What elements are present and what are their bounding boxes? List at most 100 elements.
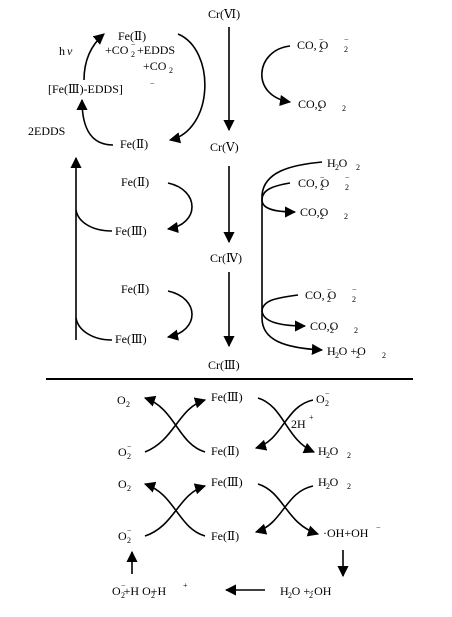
- c1-o2: O: [117, 393, 126, 407]
- fe-top-products: +CO 2 − +EDDS +CO 2: [105, 40, 175, 75]
- c1-arrow-fe2-o2: [143, 395, 206, 453]
- right-mid-co2: CO,O 2 2: [300, 205, 348, 221]
- svg-text:2: 2: [330, 326, 334, 335]
- svg-text:2: 2: [121, 591, 125, 600]
- svg-text:2: 2: [342, 104, 346, 113]
- fe-r2-b-label: Fe(Ⅲ): [115, 224, 147, 238]
- bottom-right-products: H O +·OH 2 2: [280, 584, 332, 600]
- svg-text:2: 2: [345, 183, 349, 192]
- c1-fe2: Fe(Ⅱ): [211, 444, 239, 458]
- bottom-left: O +H O+H: [112, 584, 167, 598]
- fe-r3-b-label: Fe(Ⅲ): [115, 332, 147, 346]
- right-mid-co2rad: CO, O 2− 2−: [298, 173, 350, 192]
- right-bot-co2rad: CO, O 2− 2−: [305, 285, 357, 304]
- r2-co2rad-o2: CO, O: [298, 176, 330, 190]
- c2-arrow-fe2-o2: [143, 481, 206, 537]
- svg-text:−: −: [131, 40, 136, 49]
- svg-text:2: 2: [327, 295, 331, 304]
- c2-oh: ·OH+OH: [323, 526, 369, 540]
- svg-text:−: −: [127, 526, 132, 535]
- svg-text:2: 2: [326, 451, 330, 460]
- svg-text:2: 2: [344, 45, 348, 54]
- complex-label: [Fe(Ⅲ)-EDDS]: [48, 82, 123, 96]
- svg-text:−: −: [121, 581, 126, 590]
- svg-text:2: 2: [127, 484, 131, 493]
- right-top-co2: CO,O 2 2: [298, 97, 346, 113]
- right-mid-h2o2: H O 2 2: [327, 156, 360, 172]
- svg-text:−: −: [127, 442, 132, 451]
- fe-top-label: Fe(Ⅱ): [118, 29, 146, 43]
- svg-text:2: 2: [354, 326, 358, 335]
- cycle1-o2m: O 2−: [316, 389, 330, 408]
- svg-text:2: 2: [352, 295, 356, 304]
- cycle2-oh: ·OH+OH −: [323, 523, 381, 540]
- arrow-fe2-to-complex: [76, 98, 114, 146]
- svg-text:2: 2: [356, 351, 360, 360]
- arrow-bot-to-co2: [261, 309, 307, 332]
- right-top-co2rad: CO, O 2− 2−: [297, 35, 349, 54]
- fe-top-side2: +CO: [143, 59, 167, 73]
- svg-text:2: 2: [347, 482, 351, 491]
- svg-text:−: −: [319, 35, 324, 44]
- fe-r2-a-label: Fe(Ⅱ): [121, 175, 149, 189]
- right-bot-h2o2-o2: H O +O 2 2 2: [327, 344, 386, 360]
- branch-fe3-row2: [75, 209, 113, 232]
- c2-fe2: Fe(Ⅱ): [211, 529, 239, 543]
- svg-text:2: 2: [131, 50, 135, 59]
- edds-label: 2EDDS: [28, 124, 65, 138]
- r3-co2rad-o2: CO, O: [305, 288, 337, 302]
- svg-text:+CO: +CO: [105, 43, 129, 57]
- branch-bot-co2rad: [261, 294, 299, 311]
- right-bot-co2: CO,O 2 2: [310, 319, 358, 335]
- c1-o2m: O: [316, 392, 325, 406]
- arrow-complex-to-fe2-top: [83, 33, 105, 81]
- c2-fe3: Fe(Ⅲ): [211, 475, 243, 489]
- c1-arrow-fe3-h2o2: [257, 397, 316, 454]
- r3-co2-o2: CO,O: [310, 319, 339, 333]
- cycle2-o2m-bot: O 2−: [118, 526, 132, 545]
- r1-co2-o2: CO,O: [298, 97, 327, 111]
- cycle1-2h: 2H +: [291, 413, 314, 431]
- svg-text:2: 2: [169, 66, 173, 75]
- svg-text:2: 2: [309, 591, 313, 600]
- bottom-right: H O +·OH: [280, 584, 332, 598]
- svg-text:2: 2: [356, 163, 360, 172]
- cycle2-h2o2: H O 2 2: [318, 475, 351, 491]
- c2-arrow-fe3-oh: [257, 483, 320, 537]
- svg-text:2: 2: [335, 163, 339, 172]
- svg-text:−: −: [325, 389, 330, 398]
- svg-text:−: −: [376, 523, 381, 532]
- svg-text:2: 2: [320, 212, 324, 221]
- svg-text:−: −: [320, 173, 325, 182]
- cr6-label: Cr(Ⅵ): [208, 7, 240, 21]
- r2-co2-o2: CO,O: [300, 205, 329, 219]
- svg-text:2: 2: [326, 482, 330, 491]
- svg-text:−: −: [345, 173, 350, 182]
- arrow-row3-fe2-fe3: [166, 290, 193, 341]
- cr3-label: Cr(Ⅲ): [208, 358, 240, 372]
- c2-arrow-o2m-fe3: [144, 483, 207, 537]
- svg-text:2: 2: [344, 212, 348, 221]
- svg-text:2: 2: [318, 104, 322, 113]
- hv-h: h: [59, 44, 65, 58]
- c1-h2o2: H O: [318, 444, 339, 458]
- c1-2h: 2H: [291, 417, 306, 431]
- cycle1-h2o2: H O 2 2: [318, 444, 351, 460]
- svg-text:2: 2: [288, 591, 292, 600]
- fe-top-side1: +CO: [105, 43, 129, 57]
- svg-text:2: 2: [126, 400, 130, 409]
- r1-co2rad-o2: CO, O: [297, 38, 329, 52]
- svg-text:−: −: [327, 285, 332, 294]
- fe-r3-a-label: Fe(Ⅱ): [121, 282, 149, 296]
- cycle1-o2m-bot: O 2−: [118, 442, 132, 461]
- svg-text:2: 2: [127, 536, 131, 545]
- c2-o2m-bot: O: [118, 529, 127, 543]
- branch-mid-co2rad: [261, 182, 291, 201]
- cycle2-o2: O 2: [118, 477, 131, 493]
- c2-h2o2: H O: [318, 475, 339, 489]
- svg-text:2: 2: [325, 399, 329, 408]
- svg-text:2: 2: [335, 351, 339, 360]
- svg-text:+: +: [183, 581, 188, 590]
